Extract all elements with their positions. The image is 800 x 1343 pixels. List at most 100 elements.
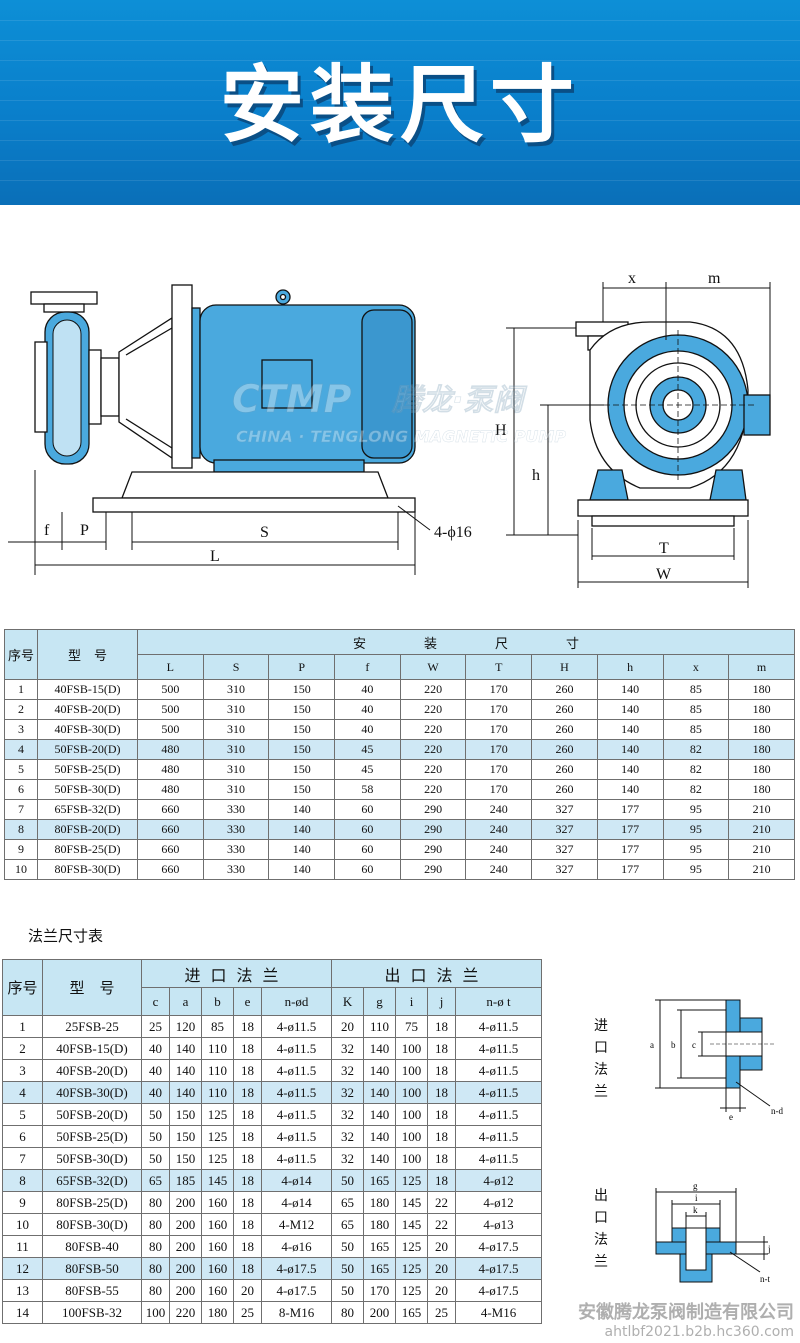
cell-inlet-1: 200 [169, 1279, 202, 1302]
cell-S: 310 [202, 719, 270, 740]
cell-m: 180 [728, 719, 795, 740]
cell-inlet-2: 125 [201, 1147, 234, 1170]
cell-S: 330 [202, 799, 270, 820]
cell-f: 58 [334, 779, 401, 800]
dim-label-x: x [628, 270, 636, 287]
dim-label-P: P [80, 522, 89, 539]
cell-W: 220 [399, 719, 467, 740]
cell-outlet-3: 20 [427, 1235, 457, 1258]
cell-seq: 11 [2, 1235, 43, 1258]
cell-outlet-3: 18 [427, 1059, 457, 1082]
cell-outlet-2: 125 [395, 1169, 429, 1192]
cell-W: 290 [399, 839, 467, 860]
cell-model: 80FSB-25(D) [42, 1191, 142, 1214]
cell-inlet-1: 220 [169, 1301, 202, 1324]
cell-model: 50FSB-30(D) [42, 1147, 142, 1170]
cell-seq: 13 [2, 1279, 43, 1302]
flange-header-seq: 序号 [2, 959, 43, 1016]
cell-model: 25FSB-25 [42, 1015, 142, 1038]
cell-H: 260 [531, 779, 598, 800]
cell-model: 40FSB-30(D) [37, 719, 138, 740]
cell-outlet-3: 18 [427, 1103, 457, 1126]
dim-label-T: T [659, 540, 669, 557]
cell-h: 140 [596, 719, 664, 740]
cell-T: 240 [465, 859, 533, 880]
cell-inlet-3: 18 [233, 1037, 262, 1060]
cell-inlet-2: 160 [201, 1257, 234, 1280]
cell-outlet-3: 22 [427, 1191, 457, 1214]
cell-outlet-4: 4-ø11.5 [455, 1015, 542, 1038]
cell-inlet-4: 4-ø11.5 [260, 1015, 333, 1038]
cell-m: 180 [728, 699, 795, 720]
cell-P: 140 [268, 839, 336, 860]
cell-outlet-4: 4-ø12 [455, 1169, 542, 1192]
cell-L: 480 [137, 759, 204, 780]
cell-W: 220 [399, 679, 467, 700]
cell-h: 140 [596, 739, 664, 760]
cell-outlet-3: 18 [427, 1081, 457, 1104]
cell-inlet-0: 100 [141, 1301, 170, 1324]
cell-f: 40 [334, 699, 401, 720]
cell-model: 40FSB-20(D) [37, 699, 138, 720]
cell-outlet-0: 50 [331, 1235, 365, 1258]
cell-inlet-1: 200 [169, 1213, 202, 1236]
cell-model: 80FSB-40 [42, 1235, 142, 1258]
cell-outlet-3: 18 [427, 1125, 457, 1148]
pump-end-view [575, 321, 771, 527]
cell-inlet-3: 18 [233, 1125, 262, 1148]
pump-installation-drawing: f P S L 4-ϕ16 [8, 270, 771, 588]
header-dim-W: W [399, 654, 467, 680]
cell-P: 150 [268, 679, 336, 700]
cell-P: 150 [268, 779, 336, 800]
cell-outlet-3: 20 [427, 1257, 457, 1280]
cell-inlet-0: 50 [141, 1103, 170, 1126]
cell-inlet-0: 25 [141, 1015, 170, 1038]
cell-inlet-3: 18 [233, 1103, 262, 1126]
outlet-dim-g: g [693, 1181, 698, 1191]
cell-inlet-3: 18 [233, 1191, 262, 1214]
cell-outlet-2: 100 [395, 1059, 429, 1082]
dim-label-f: f [44, 522, 50, 539]
cell-m: 210 [728, 819, 795, 840]
cell-h: 177 [596, 799, 664, 820]
cell-inlet-2: 125 [201, 1103, 234, 1126]
cell-seq: 8 [4, 819, 38, 840]
cell-outlet-1: 140 [363, 1103, 397, 1126]
cell-f: 60 [334, 859, 401, 880]
cell-P: 150 [268, 699, 336, 720]
cell-model: 80FSB-20(D) [37, 819, 138, 840]
cell-seq: 5 [4, 759, 38, 780]
header-dim-h: h [596, 654, 664, 680]
page-title: 安装尺寸 [219, 56, 580, 154]
cell-x: 95 [662, 819, 730, 840]
inlet-dim-nd: n-d [771, 1106, 783, 1116]
cell-seq: 2 [2, 1037, 43, 1060]
cell-H: 327 [531, 859, 598, 880]
header-dim-P: P [268, 654, 336, 680]
cell-L: 660 [137, 799, 204, 820]
company-name: 安徽腾龙泵阀制造有限公司 [578, 1302, 794, 1323]
cell-outlet-1: 140 [363, 1125, 397, 1148]
cell-seq: 1 [2, 1015, 43, 1038]
cell-H: 327 [531, 799, 598, 820]
cell-outlet-1: 140 [363, 1059, 397, 1082]
cell-outlet-1: 165 [363, 1169, 397, 1192]
cell-outlet-0: 32 [331, 1103, 365, 1126]
cell-outlet-1: 170 [363, 1279, 397, 1302]
brand-watermark: CTMP 腾龙·泵阀 CHINA · TENGLONG MAGNETIC PUM… [232, 377, 567, 447]
cell-outlet-1: 140 [363, 1147, 397, 1170]
cell-inlet-2: 160 [201, 1213, 234, 1236]
cell-S: 310 [202, 699, 270, 720]
cell-outlet-0: 50 [331, 1257, 365, 1280]
header-inlet-0: c [141, 987, 170, 1016]
cell-outlet-4: 4-ø11.5 [455, 1147, 542, 1170]
cell-outlet-3: 22 [427, 1213, 457, 1236]
cell-outlet-3: 18 [427, 1037, 457, 1060]
inlet-dim-b: b [671, 1040, 676, 1050]
outlet-dim-k: k [693, 1205, 698, 1215]
